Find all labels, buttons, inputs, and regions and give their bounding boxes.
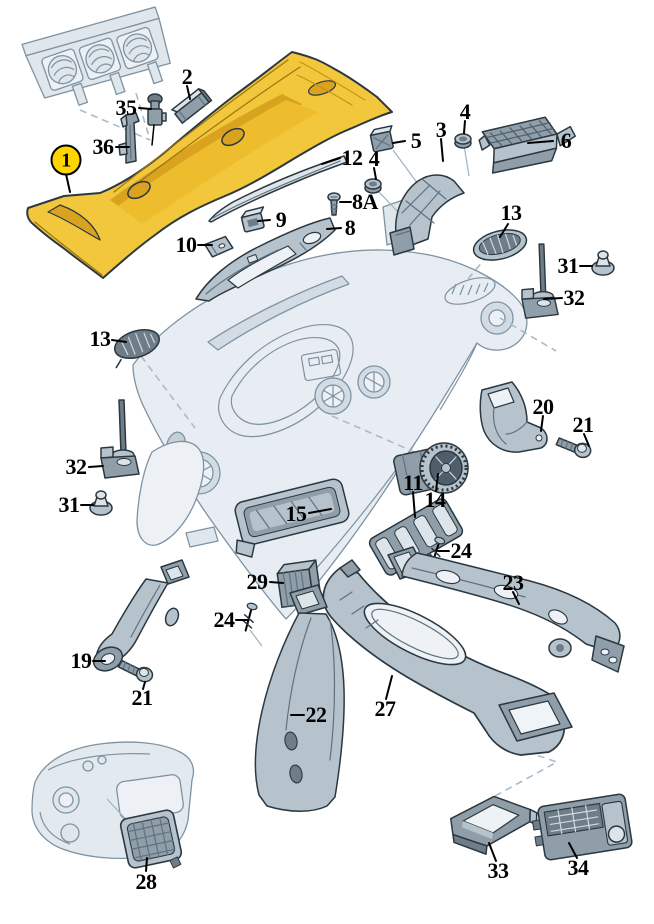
callout-1[interactable]: 1: [50, 144, 82, 176]
part-23-side-duct: [387, 546, 625, 673]
callout-32[interactable]: 32: [65, 454, 88, 479]
part-10-clip: [204, 235, 234, 258]
part-34-vent-outlet: [531, 793, 633, 861]
callout-4[interactable]: 4: [459, 99, 471, 124]
part-15-stowage-tray: [234, 478, 350, 558]
crossbeam-vent-assembly-ghost: [21, 6, 171, 106]
part-4-nut: [364, 178, 382, 194]
callout-27[interactable]: 27: [374, 696, 397, 721]
part-8a-screw: [327, 192, 341, 216]
part-32-sensor: [521, 243, 559, 319]
part-22-lower-duct: [254, 584, 345, 812]
callout-leader-lines: [65, 85, 593, 872]
right-end-vent-ghost: [480, 301, 514, 335]
part-28-vent-grille: [119, 809, 183, 869]
part-3-air-duct: [389, 174, 465, 256]
callout-13[interactable]: 13: [500, 200, 523, 225]
center-round-vents-ghost: [300, 348, 391, 415]
callout-35[interactable]: 35: [115, 95, 138, 120]
part-1-cowl-panel: [26, 51, 393, 279]
part-21-screw: [117, 659, 154, 683]
callout-4[interactable]: 4: [368, 146, 380, 171]
callout-11[interactable]: 11: [403, 470, 423, 495]
part-24-clip: [242, 602, 258, 632]
part-2-retainer: [171, 88, 213, 124]
part-32-sensor: [100, 399, 140, 479]
callout-29[interactable]: 29: [246, 569, 269, 594]
callout-8A[interactable]: 8A: [352, 189, 378, 214]
callout-21[interactable]: 21: [572, 412, 595, 437]
callout-23[interactable]: 23: [502, 570, 525, 595]
callout-10[interactable]: 10: [175, 232, 198, 257]
part-4-nut: [454, 133, 472, 149]
callout-31[interactable]: 31: [58, 492, 81, 517]
callout-19[interactable]: 19: [70, 648, 93, 673]
cluster-opening-ghost: [218, 324, 354, 438]
ghost-vent-cartridges: [41, 26, 159, 91]
part-31-grommet: [89, 490, 113, 516]
callout-12[interactable]: 12: [341, 145, 364, 170]
part-14-round-vent: [393, 442, 469, 496]
callout-36[interactable]: 36: [92, 134, 115, 159]
callout-31[interactable]: 31: [557, 253, 580, 278]
part-27-center-duct: [322, 559, 573, 756]
callout-3[interactable]: 3: [435, 117, 447, 142]
part-36-bracket: [118, 112, 140, 164]
callout-28[interactable]: 28: [135, 869, 158, 894]
callout-5[interactable]: 5: [410, 128, 422, 153]
callout-32[interactable]: 32: [563, 285, 586, 310]
callout-9[interactable]: 9: [275, 207, 287, 232]
part-12-trim-strip: [208, 155, 348, 223]
callout-14[interactable]: 14: [424, 487, 447, 512]
callout-20[interactable]: 20: [532, 394, 555, 419]
callout-33[interactable]: 33: [487, 858, 510, 883]
callout-24[interactable]: 24: [450, 538, 473, 563]
part-19-side-duct: [92, 559, 190, 672]
part-20-duct-elbow: [479, 381, 548, 453]
part-21-screw: [555, 437, 592, 459]
part-13-vent-grille: [114, 328, 160, 369]
part-8-trim-panel: [195, 217, 336, 302]
part-35-sensor: [147, 93, 167, 146]
part-5-clip: [369, 125, 394, 153]
part-9-clip: [240, 206, 265, 233]
defroster-slot-ghost: [207, 275, 350, 351]
callout-8[interactable]: 8: [344, 215, 356, 240]
callout-13[interactable]: 13: [89, 326, 112, 351]
callout-6[interactable]: 6: [560, 128, 572, 153]
callout-2[interactable]: 2: [181, 64, 193, 89]
callout-15[interactable]: 15: [285, 501, 308, 526]
callout-34[interactable]: 34: [567, 855, 590, 880]
column-shroud-ghost: [136, 440, 205, 546]
dashboard-ghost: [132, 249, 528, 620]
part-31-grommet: [591, 250, 615, 276]
callout-21[interactable]: 21: [131, 685, 154, 710]
part-13-vent-grille: [472, 229, 528, 261]
callout-22[interactable]: 22: [305, 702, 328, 727]
callout-24[interactable]: 24: [213, 607, 236, 632]
